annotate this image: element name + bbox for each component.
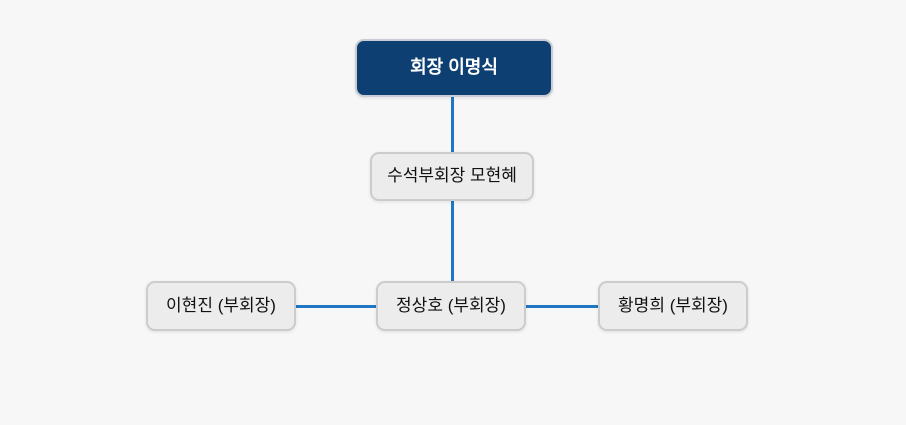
- org-node-vice-chairman-left: 이현진 (부회장): [146, 281, 296, 331]
- org-node-vice-chairman-right: 황명희 (부회장): [598, 281, 748, 331]
- connector-chairman-to-senior: [451, 97, 454, 152]
- connector-senior-to-center-vc: [451, 201, 454, 281]
- org-node-senior-vice-chairman: 수석부회장 모현혜: [370, 152, 534, 201]
- connector-left-vc-to-center-vc: [296, 305, 376, 308]
- org-node-chairman: 회장 이명식: [355, 39, 553, 97]
- org-node-vice-chairman-center: 정상호 (부회장): [376, 281, 526, 331]
- connector-center-vc-to-right-vc: [526, 305, 598, 308]
